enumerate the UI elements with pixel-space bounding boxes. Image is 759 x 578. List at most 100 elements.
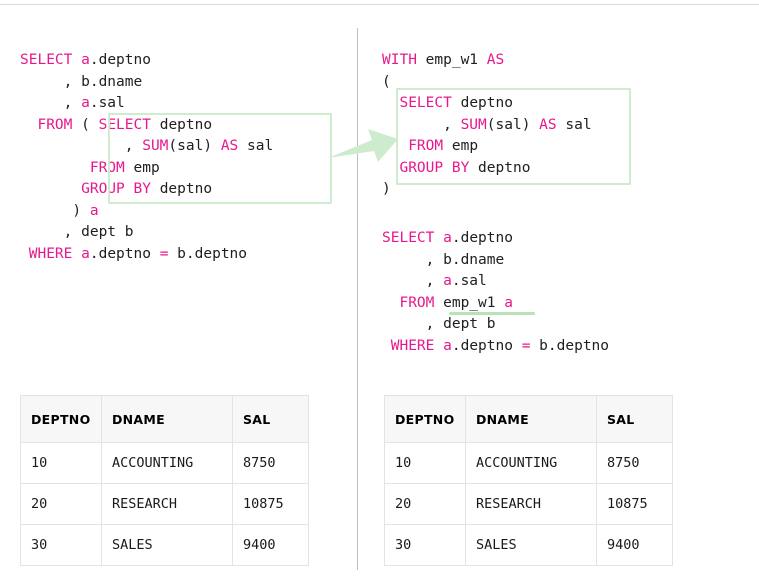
code-token: a	[443, 337, 452, 354]
code-line: (	[382, 72, 592, 94]
code-token: ,	[20, 138, 143, 154]
cell-dname: RESEARCH	[465, 483, 597, 525]
cell-sal: 9400	[232, 524, 309, 566]
code-token: .deptno	[89, 245, 160, 262]
cell-dname: SALES	[465, 524, 597, 566]
cte-body-highlight-box	[396, 88, 631, 185]
code-token: emp	[124, 159, 160, 176]
code-token	[20, 181, 81, 197]
code-token: AS	[539, 116, 557, 133]
code-line: SELECT a.deptno	[382, 228, 609, 250]
code-token: FROM	[37, 116, 73, 133]
cell-sal: 9400	[596, 524, 673, 566]
code-line: SELECT deptno	[382, 93, 592, 115]
code-token: .deptno	[451, 337, 522, 354]
code-token: b.deptno	[530, 337, 610, 354]
column-header-deptno: DEPTNO	[20, 395, 102, 443]
code-token: , b.dname	[20, 73, 143, 90]
code-token: deptno	[150, 116, 213, 133]
code-line: , b.dname	[382, 250, 609, 272]
code-token: SUM	[142, 138, 169, 154]
code-token: emp_w1	[434, 294, 505, 311]
cell-dname: SALES	[101, 524, 233, 566]
code-token	[20, 160, 90, 176]
table-row: 30 SALES 9400	[20, 524, 309, 566]
code-token: , dept b	[382, 316, 496, 332]
code-token: SELECT	[98, 116, 151, 133]
code-line: , a.sal	[20, 93, 273, 115]
top-rule	[0, 4, 759, 5]
code-token: (sal)	[168, 138, 221, 154]
code-line: , dept b	[382, 314, 609, 336]
code-token: a	[81, 52, 90, 68]
cell-dname: ACCOUNTING	[465, 442, 597, 484]
code-line: FROM ( SELECT deptno	[20, 115, 273, 137]
code-token: )	[20, 202, 90, 219]
code-token: SUM	[460, 116, 487, 133]
code-token	[434, 230, 443, 246]
right-cte-code: WITH emp_w1 AS( SELECT deptno , SUM(sal)…	[382, 50, 592, 201]
code-token: a	[81, 95, 90, 111]
code-token	[382, 338, 391, 354]
code-token: a	[443, 230, 452, 246]
cell-sal: 10875	[232, 483, 309, 525]
code-token: SELECT	[382, 230, 435, 246]
code-token: sal	[556, 116, 592, 133]
code-token: a	[504, 294, 513, 311]
code-token	[20, 246, 29, 262]
code-token: )	[382, 181, 391, 197]
code-line: , b.dname	[20, 72, 273, 94]
code-token	[72, 246, 81, 262]
code-token: deptno	[150, 181, 213, 197]
code-token: (sal)	[486, 116, 540, 133]
cell-deptno: 10	[20, 442, 102, 484]
code-token: a	[89, 202, 99, 219]
cell-dname: RESEARCH	[101, 483, 233, 525]
cte-reference-underline	[449, 312, 535, 315]
code-line: WITH emp_w1 AS	[382, 50, 592, 72]
code-token: AS	[220, 138, 239, 154]
table-row: 10 ACCOUNTING 8750	[20, 442, 309, 484]
transform-arrow-icon	[326, 120, 400, 168]
cell-sal: 8750	[596, 442, 673, 484]
code-token: ,	[382, 273, 444, 289]
right-main-query-code: SELECT a.deptno , b.dname , a.sal FROM e…	[382, 228, 609, 357]
code-token: FROM	[399, 294, 435, 311]
panel-divider	[357, 28, 358, 570]
code-line: FROM emp	[20, 158, 273, 180]
cell-deptno: 20	[20, 483, 102, 525]
column-header-deptno: DEPTNO	[384, 395, 466, 443]
code-token: .sal	[89, 95, 125, 111]
code-token	[382, 295, 399, 311]
code-token: (	[382, 73, 391, 90]
code-token: WHERE	[390, 337, 435, 354]
cell-deptno: 30	[384, 524, 466, 566]
column-header-dname: DNAME	[101, 395, 233, 443]
cell-deptno: 30	[20, 524, 102, 566]
table-row: 10 ACCOUNTING 8750	[384, 442, 673, 484]
cell-deptno: 10	[384, 442, 466, 484]
code-line: SELECT a.deptno	[20, 50, 273, 72]
code-token: .sal	[451, 273, 487, 289]
code-token: emp	[443, 138, 479, 154]
inline-view-highlight-box	[108, 113, 332, 204]
code-token: GROUP	[399, 159, 444, 176]
code-token: a	[81, 245, 90, 262]
code-token	[434, 338, 443, 354]
code-token: BY	[133, 181, 151, 197]
code-token: ,	[382, 116, 461, 133]
code-token: WITH	[382, 52, 417, 68]
left-sql-code: SELECT a.deptno , b.dname , a.sal FROM (…	[20, 50, 273, 265]
code-line: WHERE a.deptno = b.deptno	[382, 336, 609, 358]
code-line: FROM emp	[382, 136, 592, 158]
column-header-dname: DNAME	[465, 395, 597, 443]
code-token: .deptno	[89, 52, 151, 68]
code-line: WHERE a.deptno = b.deptno	[20, 244, 273, 266]
code-token: sal	[238, 138, 274, 154]
code-line: GROUP BY deptno	[382, 158, 592, 180]
code-token: SELECT	[20, 52, 73, 68]
code-token: AS	[486, 52, 505, 68]
table-header-row: DEPTNO DNAME SAL	[384, 395, 673, 443]
code-token: FROM	[408, 138, 444, 154]
code-token: , dept b	[20, 224, 134, 240]
